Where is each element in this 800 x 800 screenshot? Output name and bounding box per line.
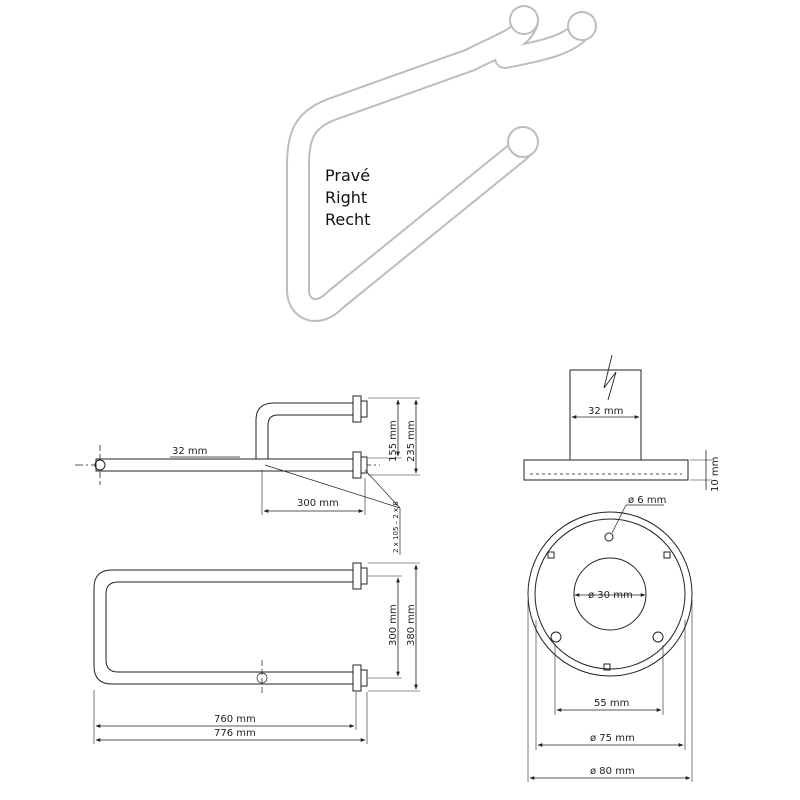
label-cz: Pravé: [325, 166, 370, 185]
side-view: [75, 395, 420, 555]
dim-inner-30: ø 30 mm: [588, 590, 633, 601]
dim-flange-thickness: 10 mm: [710, 457, 721, 492]
dim-flange-tube: 32 mm: [588, 406, 623, 417]
flange-section: [523, 354, 712, 490]
dim-tube-diameter: 32 mm: [172, 446, 207, 457]
grab-bar-render: [286, 5, 597, 322]
dim-outer-80: ø 80 mm: [590, 766, 635, 777]
label-en: Right: [325, 188, 367, 207]
dim-screws: 2 x 105 – 2 x 8: [392, 501, 400, 553]
dim-hole-6: ø 6 mm: [628, 495, 666, 506]
dim-length-760: 760 mm: [214, 714, 256, 725]
top-view: [93, 562, 420, 744]
dim-depth-300: 300 mm: [297, 498, 339, 509]
flange-plan: [527, 504, 693, 782]
label-de: Recht: [325, 210, 370, 229]
dim-spacing-55: 55 mm: [594, 698, 629, 709]
dim-span-380: 380 mm: [406, 604, 417, 646]
dim-height-235: 235 mm: [406, 420, 417, 462]
dim-cover-75: ø 75 mm: [590, 733, 635, 744]
dim-height-155: 155 mm: [388, 420, 399, 462]
dim-span-300: 300 mm: [388, 604, 399, 646]
dim-length-776: 776 mm: [214, 728, 256, 739]
